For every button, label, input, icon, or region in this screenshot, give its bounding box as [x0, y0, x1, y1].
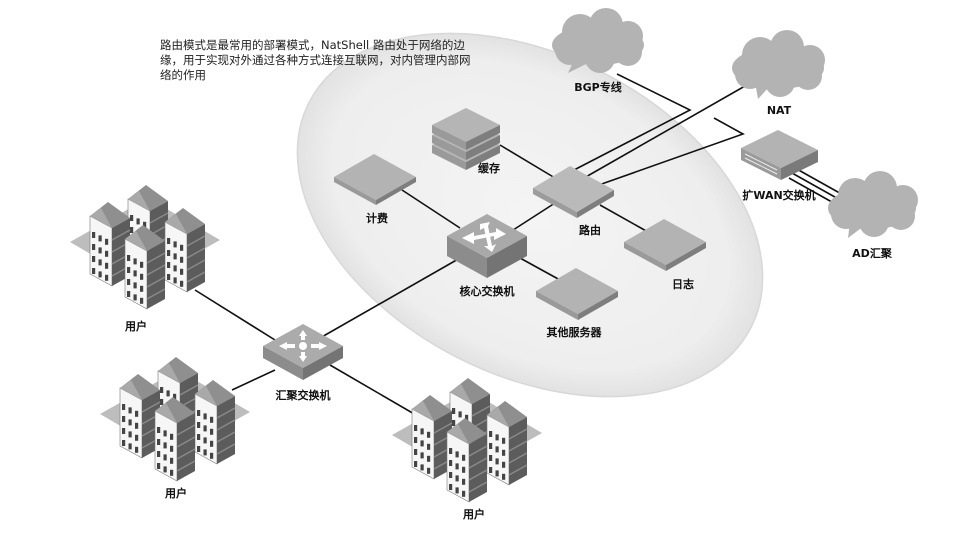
log-label: 日志: [672, 278, 694, 291]
billing-server-icon: [334, 154, 416, 205]
building: [124, 225, 166, 310]
user-buildings-a-icon: [70, 185, 220, 310]
connection-lines: [194, 73, 846, 423]
aggregation-switch-label: 汇聚交换机: [275, 389, 331, 402]
user-c-label: 用户: [463, 508, 485, 521]
user-b-label: 用户: [165, 487, 187, 500]
core-switch-label: 核心交换机: [459, 285, 515, 298]
link-core-aggregation: [319, 257, 461, 339]
link-userB-aggregation: [231, 369, 276, 391]
core-switch-icon: [447, 214, 527, 278]
log-server-icon: [624, 219, 706, 271]
building: [411, 395, 453, 480]
wan-switch-icon: [741, 130, 818, 180]
user-a-label: 用户: [125, 320, 147, 333]
building: [194, 380, 236, 465]
aggregation-switch-icon: [263, 324, 343, 380]
link-userC-aggregation: [329, 364, 429, 423]
user-buildings-c-icon: [392, 378, 542, 503]
link-billing-core: [401, 189, 461, 229]
building: [446, 418, 488, 503]
link-cache-router: [499, 144, 556, 179]
other-servers-label: 其他服务器: [546, 326, 602, 339]
user-buildings-b-icon: [100, 357, 250, 482]
link-wan-ad-2: [791, 172, 843, 202]
billing-label: 计费: [366, 212, 388, 225]
link-core-router: [509, 202, 556, 233]
link-nat-router: [583, 81, 753, 179]
cloud-bgp-label: BGP专线: [574, 81, 622, 94]
deployment-description: 路由模式是最常用的部署模式，NatShell 路由处于网络的边缘，用于实现对外通…: [160, 38, 471, 82]
link-router-log: [599, 204, 649, 233]
router-icon: [533, 166, 614, 218]
building: [119, 374, 161, 459]
cloud-nat-icon: [732, 30, 825, 99]
router-label: 路由: [579, 224, 601, 237]
cloud-ad-icon: [828, 171, 918, 238]
link-wan-router: [595, 117, 745, 187]
cloud-bgp-icon: [552, 8, 644, 73]
building: [154, 397, 196, 482]
building: [89, 202, 131, 287]
link-bgp-router: [573, 73, 692, 171]
cache-label: 缓存: [478, 162, 500, 175]
cloud-nat-label: NAT: [766, 104, 792, 117]
wan-switch-label: 扩WAN交换机: [742, 189, 816, 202]
other-servers-icon: [536, 268, 618, 320]
link-core-other: [519, 257, 561, 281]
building: [486, 401, 528, 486]
link-wan-ad-1: [794, 167, 846, 197]
cache-server-icon: [432, 108, 500, 170]
link-userA-aggregation: [194, 289, 276, 341]
cloud-ad-label: AD汇聚: [852, 247, 892, 260]
building: [164, 208, 206, 293]
